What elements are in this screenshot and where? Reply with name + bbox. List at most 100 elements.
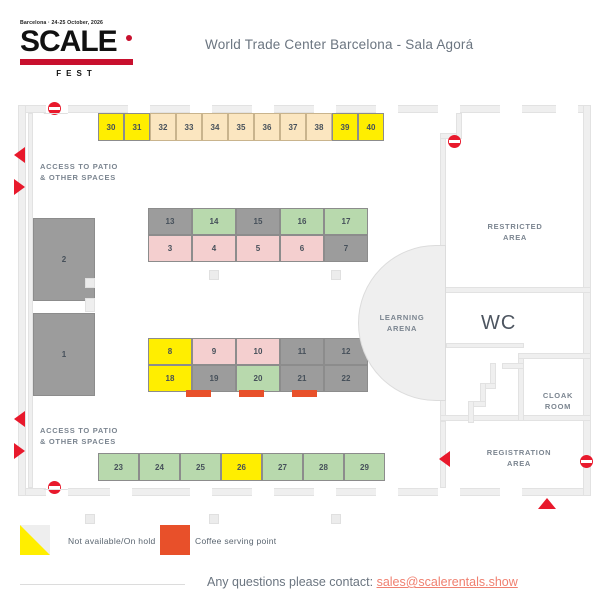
booth-11[interactable]: 11 [280, 338, 324, 365]
booth-label: 12 [341, 347, 351, 356]
page-footer: Any questions please contact: sales@scal… [0, 570, 609, 609]
booth-30[interactable]: 30 [98, 113, 124, 141]
coffee-serving-point[interactable] [292, 390, 317, 397]
door-swing-top-left [43, 113, 73, 126]
booth-19[interactable]: 19 [192, 365, 236, 392]
booth-25[interactable]: 25 [180, 453, 221, 481]
booth-3[interactable]: 3 [148, 235, 192, 262]
booth-37[interactable]: 37 [280, 113, 306, 141]
scale-fest-logo: Barcelona · 24-25 October, 2026 SCALE FE… [20, 20, 133, 88]
access-arrow-right-bottom [14, 443, 25, 459]
door-gap-bottom-7 [438, 487, 460, 497]
booth-40[interactable]: 40 [358, 113, 384, 141]
footer-divider [20, 584, 185, 585]
logo-wordmark: SCALE [20, 27, 133, 57]
booth-label: 3 [167, 244, 173, 253]
logo-red-bar [20, 59, 133, 65]
booth-label: 21 [297, 374, 307, 383]
door-gap-top-2 [128, 104, 150, 114]
access-arrow-right-top [14, 179, 25, 195]
cloak-label-line1: CLOAK [542, 391, 574, 400]
booth-27[interactable]: 27 [262, 453, 303, 481]
legend-label-coffee: Coffee serving point [195, 536, 277, 546]
booth-29[interactable]: 29 [344, 453, 385, 481]
learning-arena[interactable]: LEARNING ARENA [358, 245, 446, 401]
booth-35[interactable]: 35 [228, 113, 254, 141]
booth-7[interactable]: 7 [324, 235, 368, 262]
booth-9[interactable]: 9 [192, 338, 236, 365]
registration-label-line1: REGISTRATION [486, 448, 552, 457]
booth-label: 34 [210, 122, 220, 132]
door-gap-top-3 [190, 104, 212, 114]
cloak-room-label: CLOAK ROOM [513, 390, 603, 412]
door-gap-bottom-4 [252, 487, 274, 497]
booth-21[interactable]: 21 [280, 365, 324, 392]
column-marker [209, 270, 219, 280]
booth-14[interactable]: 14 [192, 208, 236, 235]
booth-36[interactable]: 36 [254, 113, 280, 141]
no-entry-icon [48, 481, 61, 494]
registration-entry-arrow [439, 451, 450, 467]
booth-label: 32 [158, 122, 168, 132]
booth-label: 17 [341, 217, 351, 226]
column-marker [331, 270, 341, 280]
booth-label: 25 [196, 462, 205, 472]
booth-label: 27 [278, 462, 287, 472]
booth-label: 4 [211, 244, 217, 253]
booth-label: 38 [314, 122, 324, 132]
column-marker [209, 514, 219, 524]
booth-label: 35 [236, 122, 246, 132]
booth-17[interactable]: 17 [324, 208, 368, 235]
booth-8[interactable]: 8 [148, 338, 192, 365]
booth-5[interactable]: 5 [236, 235, 280, 262]
coffee-serving-point[interactable] [186, 390, 211, 397]
booth-6[interactable]: 6 [280, 235, 324, 262]
contact-email-link[interactable]: sales@scalerentals.show [376, 575, 518, 589]
booth-13[interactable]: 13 [148, 208, 192, 235]
booth-32[interactable]: 32 [150, 113, 176, 141]
floor-block-1[interactable]: 1 [33, 313, 95, 396]
arena-label-line1: LEARNING [379, 313, 425, 322]
booth-38[interactable]: 38 [306, 113, 332, 141]
wall-step-1 [490, 363, 496, 385]
access-patio-label-bottom: ACCESS TO PATIO & OTHER SPACES [40, 425, 150, 447]
booth-24[interactable]: 24 [139, 453, 180, 481]
booth-label: 8 [167, 347, 173, 356]
door-gap-top-9 [556, 104, 578, 114]
booth-22[interactable]: 22 [324, 365, 368, 392]
booth-label: 39 [340, 122, 350, 132]
wall-wc-divider [446, 343, 524, 348]
booth-label: 20 [253, 374, 263, 383]
booth-23[interactable]: 23 [98, 453, 139, 481]
booth-label: 40 [366, 122, 376, 132]
booth-34[interactable]: 34 [202, 113, 228, 141]
booth-33[interactable]: 33 [176, 113, 202, 141]
booth-28[interactable]: 28 [303, 453, 344, 481]
wc-label: WC [481, 312, 517, 334]
coffee-serving-point[interactable] [239, 390, 264, 397]
booth-4[interactable]: 4 [192, 235, 236, 262]
registration-label-line2: AREA [506, 459, 532, 468]
door-gap-bottom-8 [500, 487, 522, 497]
booth-label: 6 [299, 244, 305, 253]
booth-label: 24 [155, 462, 164, 472]
booth-15[interactable]: 15 [236, 208, 280, 235]
booth-39[interactable]: 39 [332, 113, 358, 141]
floor-block-2[interactable]: 2 [33, 218, 95, 301]
booth-20[interactable]: 20 [236, 365, 280, 392]
door-gap-top-7 [438, 104, 460, 114]
booth-label: 36 [262, 122, 272, 132]
booth-16[interactable]: 16 [280, 208, 324, 235]
booth-31[interactable]: 31 [124, 113, 150, 141]
logo-wordmark-text: SCALE [20, 25, 118, 58]
wall-block-gap-marker [85, 298, 95, 312]
booth-10[interactable]: 10 [236, 338, 280, 365]
wall-step-6 [502, 363, 524, 369]
wall-left [18, 105, 26, 496]
booth-26[interactable]: 26 [221, 453, 262, 481]
column-marker [85, 514, 95, 524]
booth-label: 9 [211, 347, 217, 356]
booth-label: 16 [297, 217, 307, 226]
booth-18[interactable]: 18 [148, 365, 192, 392]
